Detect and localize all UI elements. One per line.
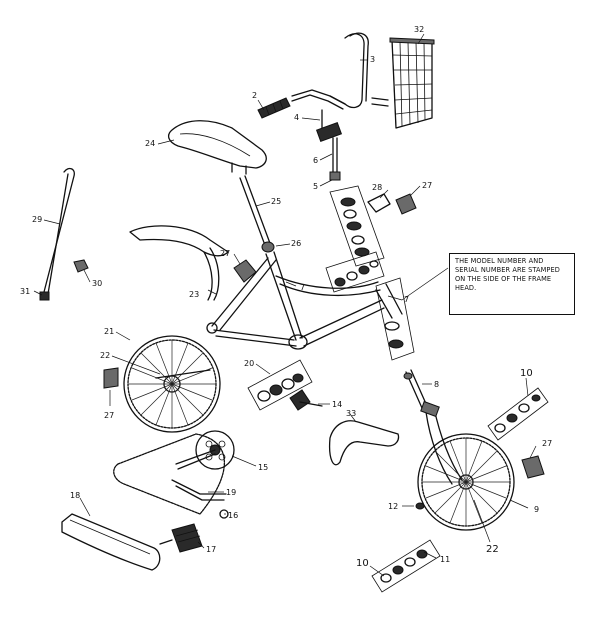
label-24: 24 [145,139,155,148]
label-7-right: 7 [404,295,409,304]
handlebar [291,32,369,110]
bicycle-frame [206,251,403,350]
label-10-upper: 10 [520,368,533,379]
handlebar-grip [257,97,291,119]
label-16: 16 [228,511,238,520]
fork-stem [403,369,428,409]
label-27-reflector: 27 [220,249,230,258]
rear-wheel [123,335,221,433]
bicycle-chain [113,433,225,515]
chainring [175,430,235,470]
rear-axle-parts-strip [247,359,313,411]
label-28: 28 [372,183,382,192]
label-12: 12 [388,502,398,511]
front-basket [371,37,435,129]
leader-lines [33,33,537,577]
headset-parts-strip [329,185,385,267]
label-3: 3 [370,55,375,64]
label-21: 21 [104,327,114,336]
label-10-lower: 10 [356,558,369,569]
front-axle-parts-strip-upper [487,387,549,441]
label-7-left: 7 [300,283,305,292]
rear-wheel-reflector [103,367,119,389]
crank-set [171,479,229,519]
front-reflector-bracket [395,193,417,215]
label-5: 5 [313,182,318,191]
axle-nut [415,502,425,510]
label-33: 33 [346,409,356,418]
label-4: 4 [294,113,299,122]
head-bracket [367,193,391,213]
label-22-rear: 22 [100,351,110,360]
handlebar-stem [315,109,343,181]
headset-parts-strip-lower [325,251,385,293]
label-8: 8 [434,380,439,389]
label-2: 2 [252,91,257,100]
label-32: 32 [414,25,424,34]
rear-reflector [233,259,257,283]
label-18: 18 [70,491,80,500]
label-11: 11 [440,555,450,564]
label-6: 6 [313,156,318,165]
chain-guard [61,513,161,571]
front-axle-parts-strip-lower [371,539,441,593]
kickstand [39,167,89,301]
saddle [167,120,267,175]
serial-number-note: THE MODEL NUMBER AND SERIAL NUMBER ARE S… [449,253,575,315]
part-number-labels: 2 3 32 4 6 5 24 25 26 27 23 7 7 28 27 29… [20,25,552,569]
seat-post [239,175,272,249]
label-23: 23 [189,290,199,299]
seat-clamp [261,241,275,253]
label-26: 26 [291,239,301,248]
serial-number-note-text: THE MODEL NUMBER AND SERIAL NUMBER ARE S… [455,257,560,292]
label-20: 20 [244,359,254,368]
pedal [159,523,203,553]
label-25: 25 [271,197,281,206]
front-fender [328,420,400,466]
label-31: 31 [20,287,30,296]
label-19: 19 [226,488,236,497]
label-27-head: 27 [422,181,432,190]
rear-fender [129,225,229,301]
label-27-front: 27 [542,439,552,448]
label-22-front: 22 [486,544,499,555]
label-15: 15 [258,463,268,472]
label-9: 9 [534,505,539,514]
label-14: 14 [332,400,342,409]
label-30: 30 [92,279,102,288]
head-tube-cups [375,277,415,361]
label-17: 17 [206,545,216,554]
label-29: 29 [32,215,42,224]
brake-arm [289,389,323,411]
label-27-rear: 27 [104,411,114,420]
front-wheel [417,433,515,531]
front-wheel-reflector [521,455,545,479]
